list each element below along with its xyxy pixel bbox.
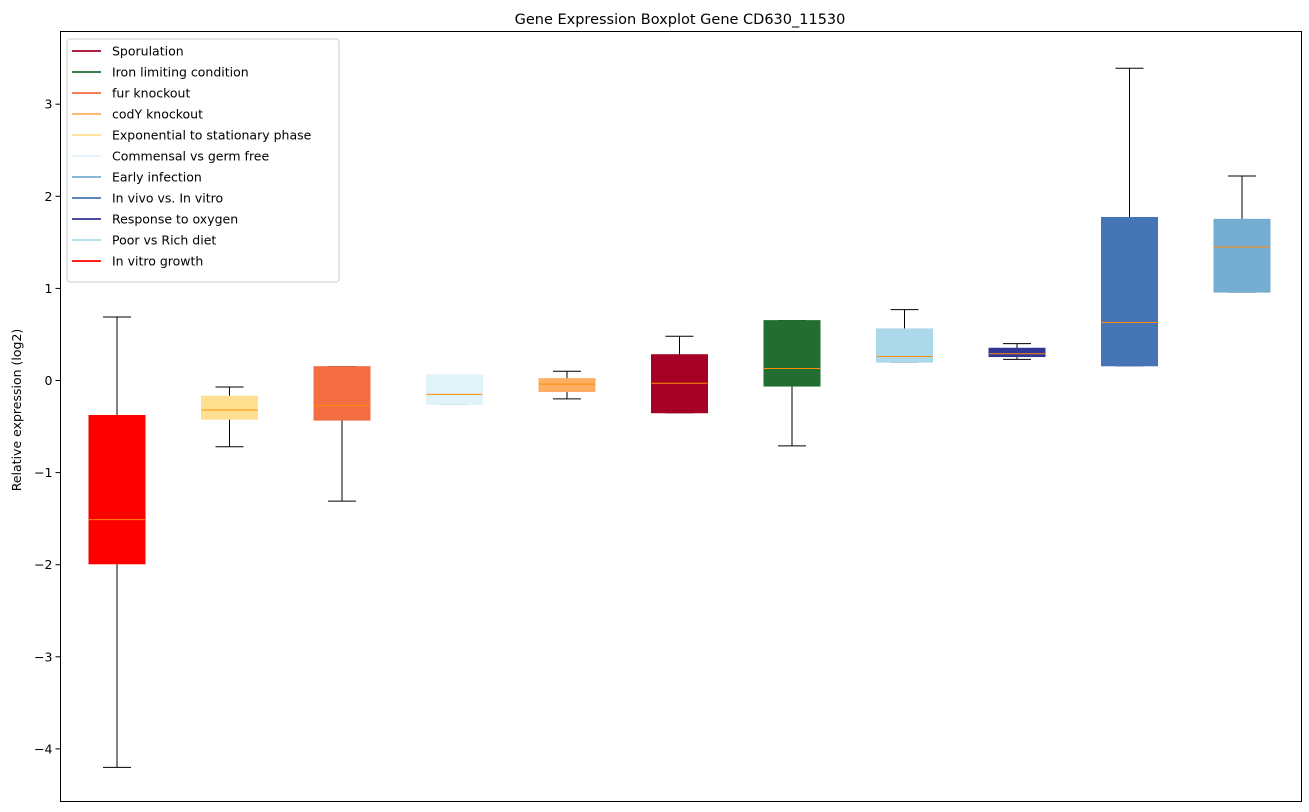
box-series (88, 67, 1271, 768)
y-tick-label: −1 (34, 465, 52, 480)
box-11 (1213, 175, 1271, 293)
legend-box (66, 38, 340, 283)
box-body (538, 378, 596, 393)
legend-label: In vitro growth (112, 254, 203, 269)
y-tick-label: 0 (45, 373, 53, 388)
y-axis: −4 −3 −2 −1 0 1 2 3 (34, 97, 61, 756)
box-body (426, 374, 483, 405)
legend-label: Sporulation (112, 44, 184, 59)
y-axis-label: Relative expression (log2) (9, 329, 24, 492)
legend-label: Commensal vs germ free (112, 149, 269, 164)
box-6 (651, 335, 708, 414)
box-5 (538, 370, 596, 400)
box-7 (763, 320, 821, 447)
legend-label: Iron limiting condition (112, 65, 249, 80)
box-body (876, 328, 933, 363)
legend-label: Poor vs Rich diet (112, 233, 216, 248)
legend-label: fur knockout (112, 86, 190, 101)
box-body (763, 320, 821, 387)
y-tick-label: −4 (34, 741, 52, 756)
chart-title: Gene Expression Boxplot Gene CD630_11530 (515, 12, 846, 28)
box-9 (988, 343, 1046, 360)
y-tick-label: 3 (45, 97, 53, 112)
box-body (1101, 216, 1158, 367)
y-axis-label-group: Relative expression (log2) (9, 329, 24, 492)
box-body (988, 347, 1046, 358)
box-8 (876, 309, 933, 363)
box-2 (201, 386, 258, 448)
box-1 (88, 316, 146, 768)
legend-label: In vivo vs. In vitro (112, 191, 223, 206)
y-tick-label: −2 (34, 557, 52, 572)
box-body (1213, 218, 1271, 293)
box-4 (426, 374, 483, 405)
box-body (88, 414, 146, 565)
box-body (313, 366, 371, 421)
legend-label: Response to oxygen (112, 212, 238, 227)
box-10 (1101, 67, 1158, 367)
legend-label: Exponential to stationary phase (112, 128, 312, 143)
y-tick-label: 1 (45, 281, 53, 296)
legend-label: Early infection (112, 170, 202, 185)
box-body (201, 395, 258, 420)
box-3 (313, 366, 371, 502)
y-tick-label: −3 (34, 649, 52, 664)
plot-frame (60, 31, 1302, 802)
y-tick-label: 2 (45, 189, 53, 204)
legend-label: codY knockout (112, 107, 203, 122)
